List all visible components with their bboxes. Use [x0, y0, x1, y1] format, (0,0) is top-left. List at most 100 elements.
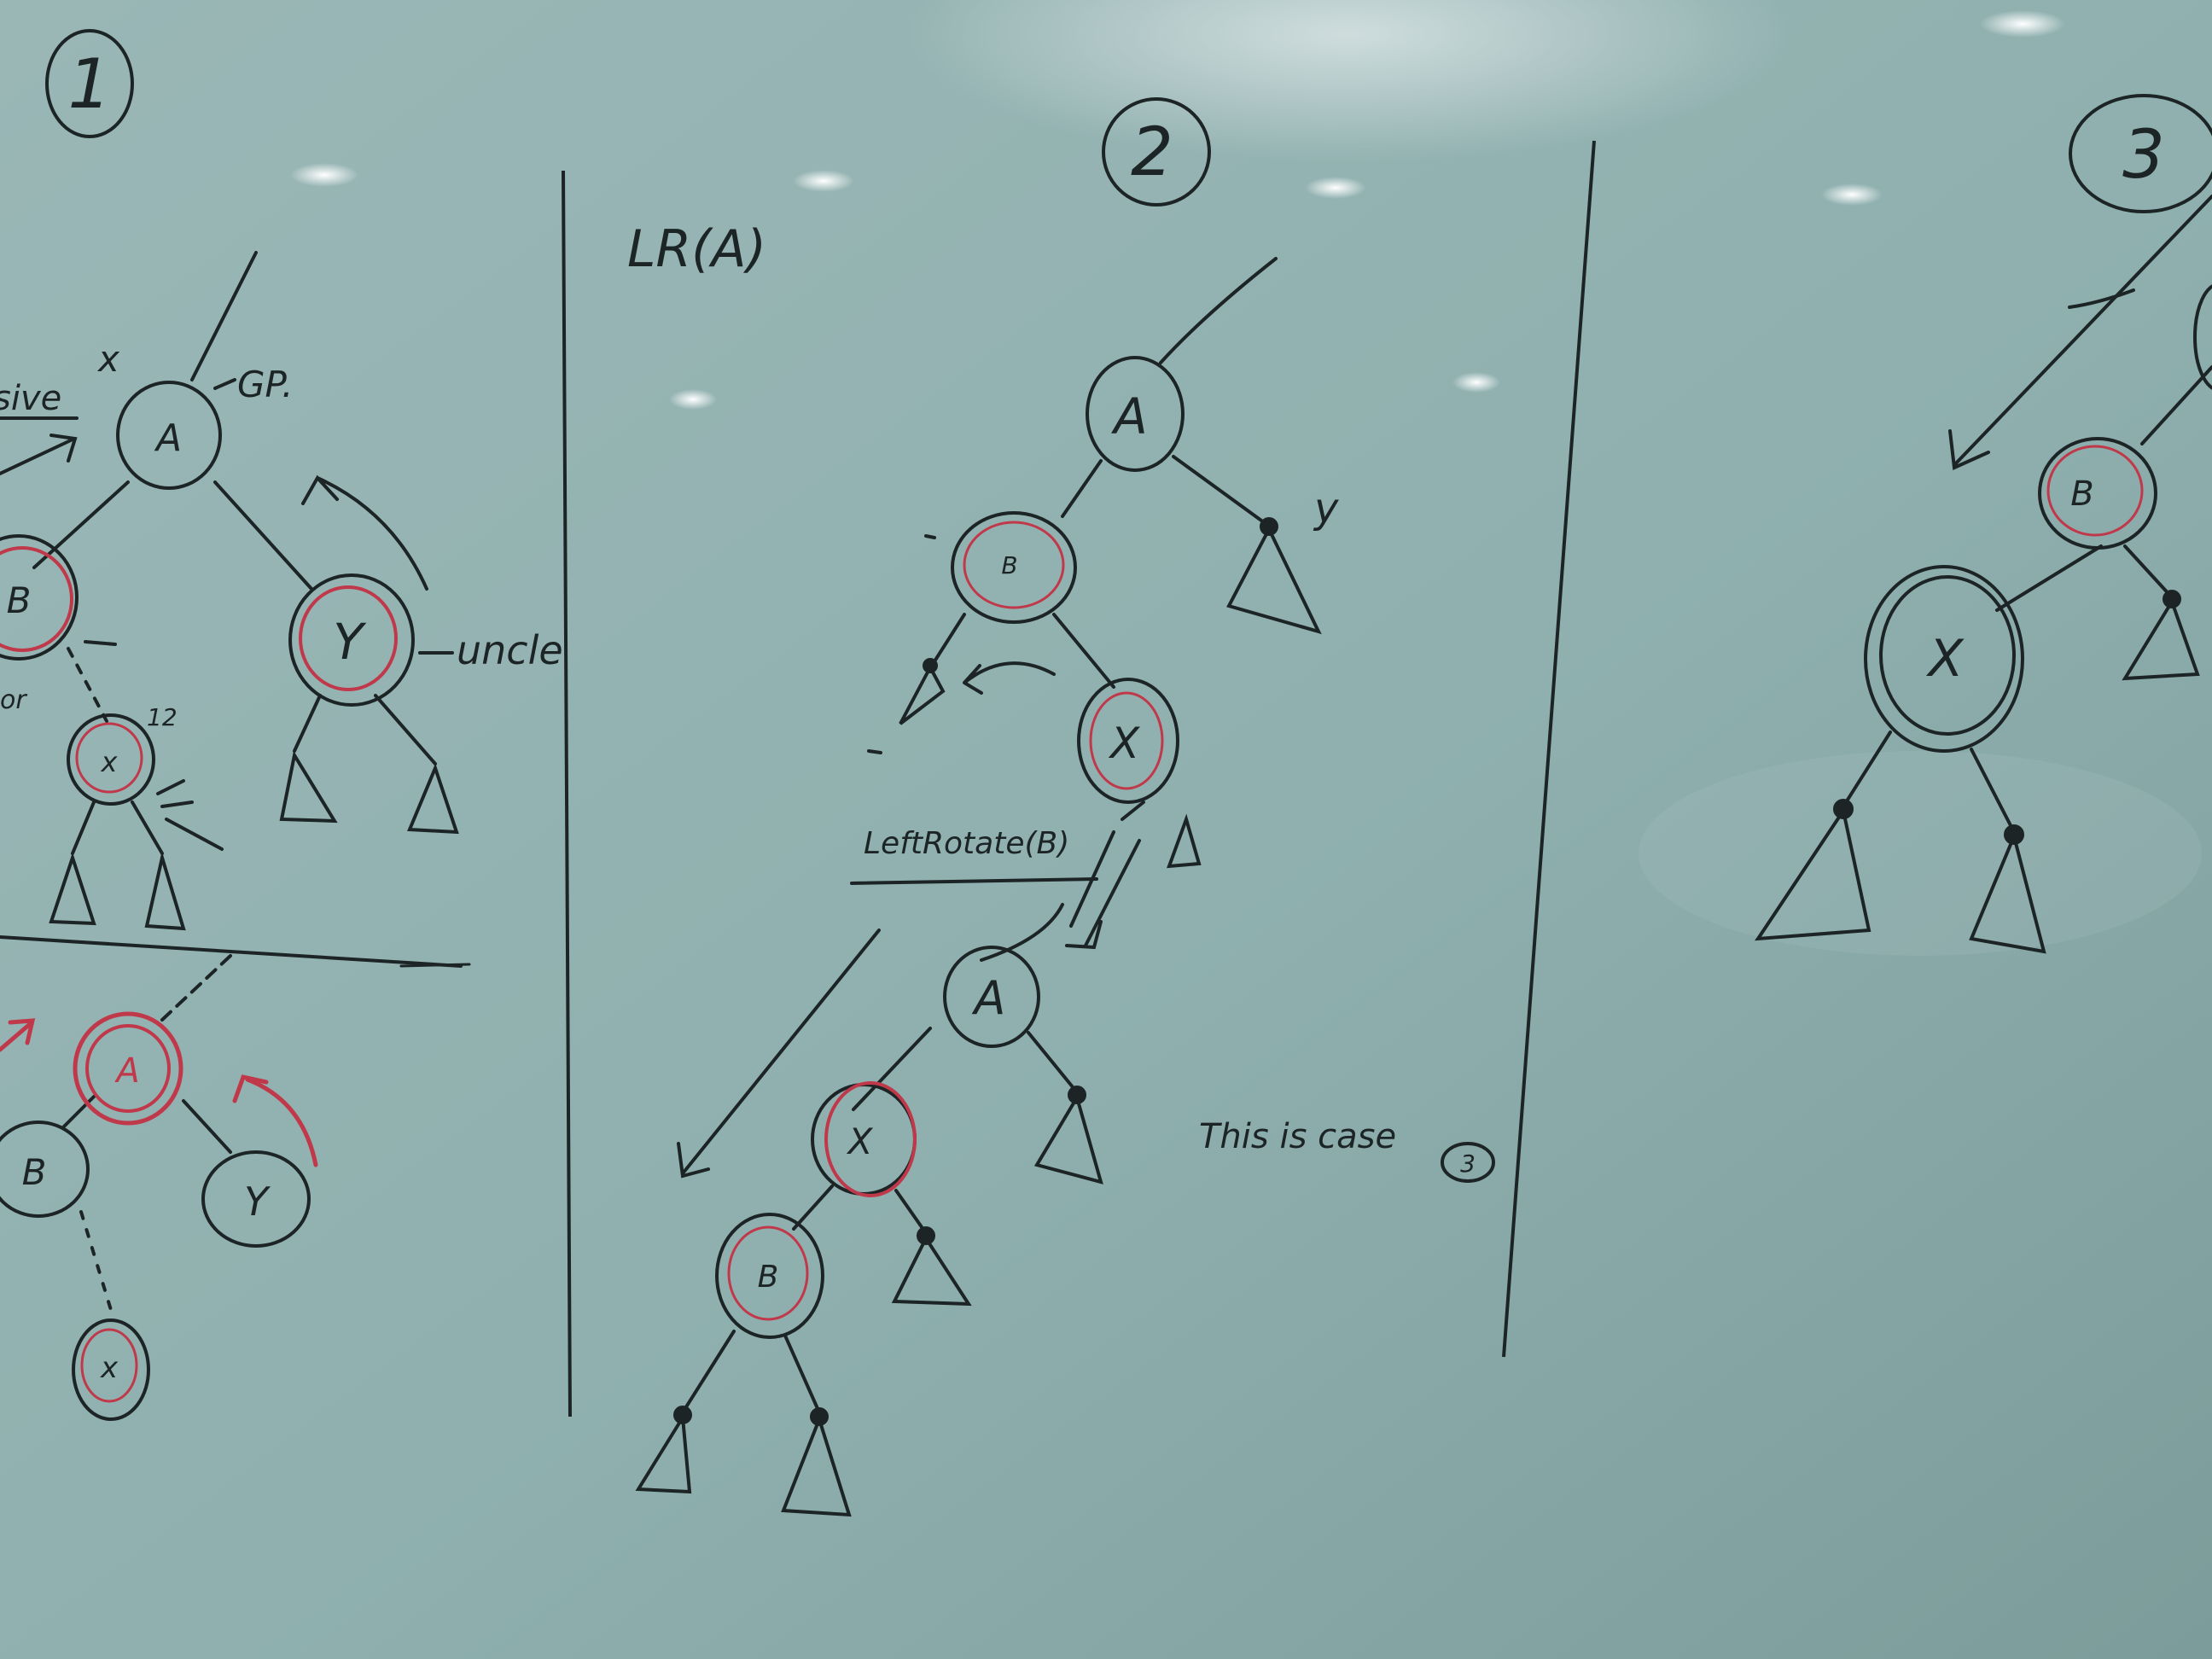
node-a-recolored-label: A — [114, 1051, 139, 1091]
node-b-label: B — [7, 579, 32, 621]
node-x — [67, 713, 155, 806]
tree-edge — [1052, 613, 1115, 689]
node-x-top-red-ring — [1089, 691, 1164, 790]
node-a-label: A — [154, 416, 182, 460]
parent-edge-dashed — [160, 954, 232, 1022]
light-reflection — [290, 163, 358, 187]
node-y-red-ring — [299, 585, 398, 691]
tree-edge — [1995, 544, 2103, 612]
node-x-top-label: X — [1108, 719, 1141, 768]
or-label: or — [0, 685, 27, 715]
node-a-recolored — [73, 1011, 183, 1126]
gp-label: GP. — [237, 364, 293, 405]
light-reflection — [1452, 372, 1500, 393]
node-b-third — [2038, 437, 2157, 550]
tree-edge — [852, 1027, 932, 1111]
panel-number-circle — [45, 29, 134, 138]
divider-tail — [399, 963, 471, 968]
tree-edge — [2140, 365, 2212, 445]
node-b-top-red-ring — [963, 521, 1065, 609]
subtree-triangle — [781, 1413, 852, 1517]
subtree-triangle — [279, 750, 338, 824]
panel-number: 1 — [68, 44, 112, 124]
node-b-third-red-ring — [2046, 445, 2144, 537]
panel-number: 2 — [1131, 114, 1173, 191]
panel-divider — [562, 170, 572, 1417]
light-reflection — [1980, 10, 2065, 38]
subtree-triangle — [1755, 806, 1871, 941]
node-x-third — [1864, 565, 2024, 753]
x-mark: x — [96, 338, 120, 380]
subtree-triangle — [635, 1412, 692, 1494]
node-b-top-label: B — [1001, 551, 1017, 579]
subtree-triangle — [407, 763, 459, 835]
node-x-third-inner — [1879, 575, 2016, 736]
node-b-red-ring — [0, 546, 73, 652]
node-x-red-ring — [75, 722, 143, 794]
node-b-recolored-label: B — [22, 1151, 47, 1193]
node-x-recolored-red-ring — [80, 1328, 138, 1403]
light-reflection — [1305, 177, 1366, 199]
b-pointer — [84, 640, 117, 646]
subtree-triangle — [1033, 1092, 1103, 1185]
node-a-bottom — [943, 946, 1040, 1048]
node-x-third-label: X — [1925, 629, 1965, 689]
tree-edge — [1061, 459, 1103, 518]
subtree-triangle — [1226, 525, 1322, 635]
case-note: This is case — [1199, 1117, 1396, 1156]
tree-edge — [783, 1334, 821, 1414]
panel-one: 1 A B Y x x sive GP. — [0, 29, 563, 1421]
parent-edge — [980, 903, 1064, 962]
tree-edge — [374, 694, 437, 765]
parent-edge — [190, 251, 258, 381]
tree-edge — [2123, 544, 2174, 599]
subtree-triangle — [1969, 830, 2046, 954]
node-x-top — [1077, 678, 1179, 804]
node-b-third-label: B — [2070, 474, 2093, 514]
node-y — [288, 573, 415, 707]
stray-mark — [867, 749, 882, 754]
arrow-tail — [2068, 288, 2135, 309]
node-x-bottom-red-ring — [824, 1081, 917, 1197]
tree-edge — [1027, 1031, 1079, 1094]
node-y-label: Y — [333, 613, 367, 671]
subtree-triangle — [1167, 813, 1202, 869]
tree-edge — [131, 800, 164, 855]
node-a-top — [1086, 356, 1185, 472]
uncle-label: uncle — [457, 627, 563, 673]
subtree-triangle — [144, 851, 186, 931]
node-x-bottom-label: X — [847, 1121, 874, 1162]
red-arrow-right — [232, 1074, 318, 1167]
tree-edge — [1172, 455, 1269, 527]
rotate-arrow — [963, 661, 1056, 695]
tree-edge — [681, 1330, 736, 1414]
subtree-triangle — [2122, 597, 2200, 681]
tree-edge — [293, 694, 322, 753]
scribble-marks — [156, 779, 224, 851]
up-arrow — [301, 474, 428, 591]
node-b-recolored — [0, 1121, 90, 1218]
node-x-label: x — [101, 746, 119, 778]
tree-edge — [62, 1095, 96, 1128]
node-b-bottom — [715, 1213, 824, 1339]
node-a-recolored-inner — [85, 1024, 171, 1113]
node-b-top — [951, 511, 1077, 624]
double-arrow-down — [1065, 830, 1141, 950]
light-reflection — [793, 170, 854, 192]
tree-edge — [933, 613, 966, 663]
subtree-triangle — [891, 1234, 972, 1307]
node-a-top-label: A — [1110, 387, 1148, 445]
tree-edge-dashed — [67, 647, 108, 723]
long-arrow-down — [677, 928, 881, 1179]
tree-edge — [213, 480, 313, 591]
tree-edge — [32, 480, 130, 569]
twelve-label: 12 — [147, 703, 178, 731]
tree-edge — [1842, 731, 1892, 808]
tree-edge — [894, 1189, 928, 1235]
node-x-recolored-label: x — [100, 1351, 119, 1385]
left-rotate-label: LeftRotate(B) — [864, 826, 1069, 861]
tree-edge — [1970, 748, 2016, 834]
rotate-label-underline — [850, 877, 1098, 885]
stray-mark — [924, 534, 936, 539]
